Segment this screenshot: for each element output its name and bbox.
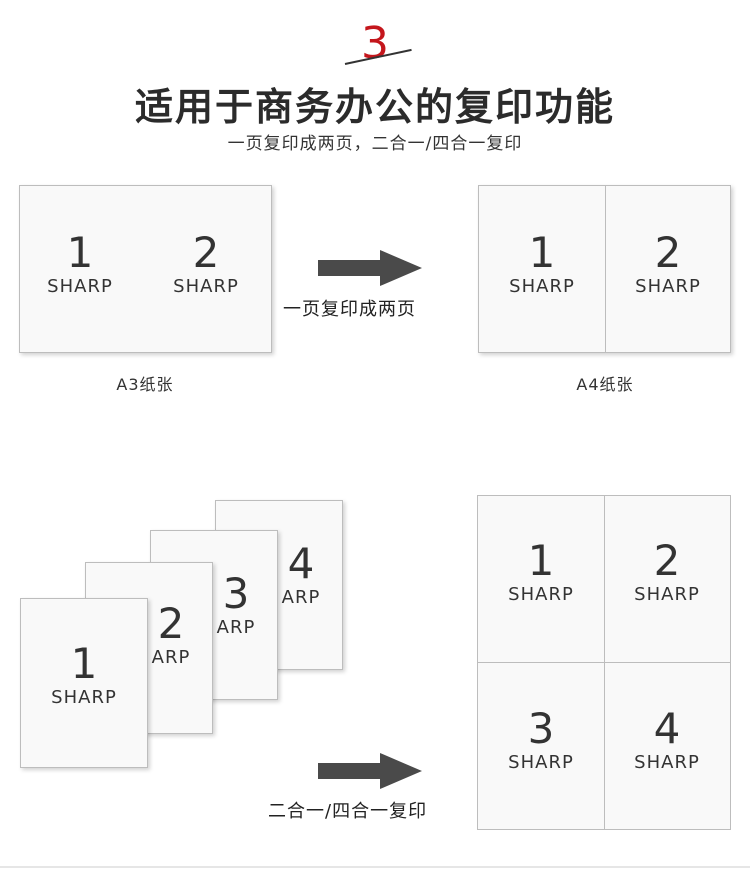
page-number: 2 — [654, 228, 682, 277]
combine-arrow-caption: 二合一/四合一复印 — [268, 801, 428, 822]
a4-result-sheets: 1 SHARP 2 SHARP — [478, 185, 731, 353]
a4-page-1: 1 SHARP — [492, 230, 592, 298]
stacked-page-4-content: 4 ARP — [256, 541, 346, 609]
page-number: 1 — [66, 228, 94, 277]
brand-label: SHARP — [634, 584, 700, 605]
brand-label: SHARP — [635, 276, 701, 297]
a3-size-label: A3纸张 — [116, 375, 174, 394]
a3-source-sheet: 1 SHARP 2 SHARP — [19, 185, 272, 353]
brand-label: SHARP — [173, 276, 239, 297]
page-number: 4 — [653, 704, 681, 753]
a3-page-2: 2 SHARP — [156, 230, 256, 298]
page-title: 适用于商务办公的复印功能 — [134, 85, 615, 129]
page-number: 2 — [192, 228, 220, 277]
brand-label: ARP — [216, 617, 256, 638]
brand-label: ARP — [151, 647, 191, 668]
brand-label: SHARP — [509, 276, 575, 297]
brand-label: SHARP — [508, 752, 574, 773]
right-arrow-icon — [318, 250, 422, 286]
a3-page-1: 1 SHARP — [30, 230, 130, 298]
bottom-divider — [0, 866, 750, 868]
page-number: 1 — [527, 536, 555, 585]
four-up-page-3: 3 SHARP — [491, 706, 591, 774]
four-up-page-2: 2 SHARP — [617, 538, 717, 606]
page-number: 1 — [70, 639, 98, 688]
page-number: 1 — [528, 228, 556, 277]
brand-label: SHARP — [634, 752, 700, 773]
stacked-page-3-content: 3 ARP — [191, 571, 281, 639]
stacked-page-2-content: 2 ARP — [126, 601, 216, 669]
a4-page-2: 2 SHARP — [618, 230, 718, 298]
page-number: 2 — [157, 599, 185, 648]
page-number: 2 — [653, 536, 681, 585]
brand-label: SHARP — [508, 584, 574, 605]
page-number: 3 — [222, 569, 250, 618]
brand-label: SHARP — [51, 687, 117, 708]
right-arrow-icon — [318, 753, 422, 789]
a4-size-label: A4纸张 — [576, 375, 634, 394]
stacked-page-1-content: 1 SHARP — [21, 641, 147, 709]
sheet-divider-horizontal — [478, 662, 730, 663]
brand-label: SHARP — [47, 276, 113, 297]
step-number: 3 — [361, 18, 389, 69]
sheet-divider — [605, 186, 606, 352]
four-up-page-4: 4 SHARP — [617, 706, 717, 774]
page-number: 4 — [287, 539, 315, 588]
page-subtitle: 一页复印成两页，二合一/四合一复印 — [227, 134, 523, 154]
stacked-page-1: 1 SHARP — [20, 598, 148, 768]
brand-label: ARP — [281, 587, 321, 608]
four-up-result-sheet: 1 SHARP 2 SHARP 3 SHARP 4 SHARP — [477, 495, 731, 830]
split-arrow-caption: 一页复印成两页 — [283, 299, 416, 320]
page-number: 3 — [527, 704, 555, 753]
four-up-page-1: 1 SHARP — [491, 538, 591, 606]
